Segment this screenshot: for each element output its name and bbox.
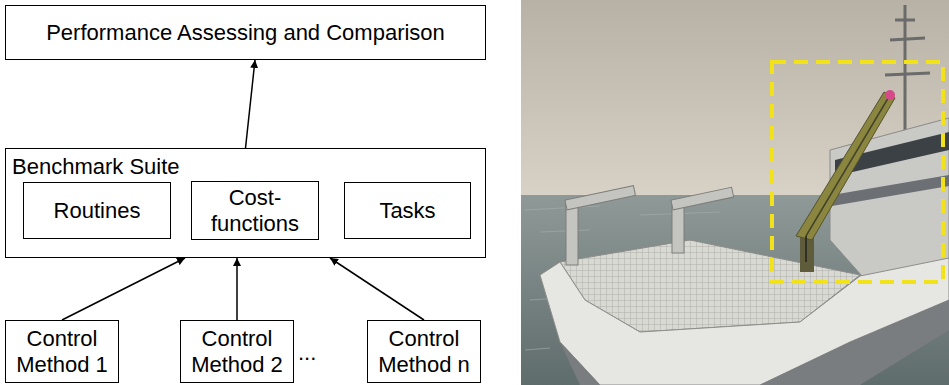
bridge-deck [832, 175, 949, 206]
bridge [830, 118, 949, 276]
arrow-connector [62, 258, 185, 320]
box-label: Cost- functions [207, 185, 303, 236]
box-label: Routines [54, 198, 141, 223]
ellipsis-label: ... [298, 340, 316, 366]
process-box: Cost- functions [191, 181, 319, 240]
highlight-box [772, 62, 943, 282]
process-box: Control Method n [367, 320, 481, 383]
process-box: Control Method 1 [5, 320, 119, 383]
process-box: Routines [23, 182, 171, 239]
box-label: Control Method 2 [187, 326, 287, 377]
group-title: Benchmark Suite [12, 154, 180, 179]
crane [796, 90, 895, 272]
hull [540, 258, 949, 385]
a-frames [565, 186, 734, 265]
process-box: Performance Assessing and Comparison [5, 5, 486, 60]
arrow-connector [246, 60, 256, 148]
group-box: Benchmark SuiteRoutines Cost- functions Ta… [5, 148, 486, 258]
arrow-connector [236, 258, 238, 320]
box-label: Performance Assessing and Comparison [46, 20, 445, 45]
process-box: Control Method 2 [180, 320, 294, 383]
hull-shadow [560, 300, 949, 385]
box-label: Tasks [379, 198, 435, 223]
mast [885, 5, 930, 135]
process-box: Tasks [344, 182, 471, 239]
box-label: Control Method 1 [12, 326, 112, 377]
arrow-connector [330, 258, 424, 320]
box-label: Control Method n [374, 326, 474, 377]
